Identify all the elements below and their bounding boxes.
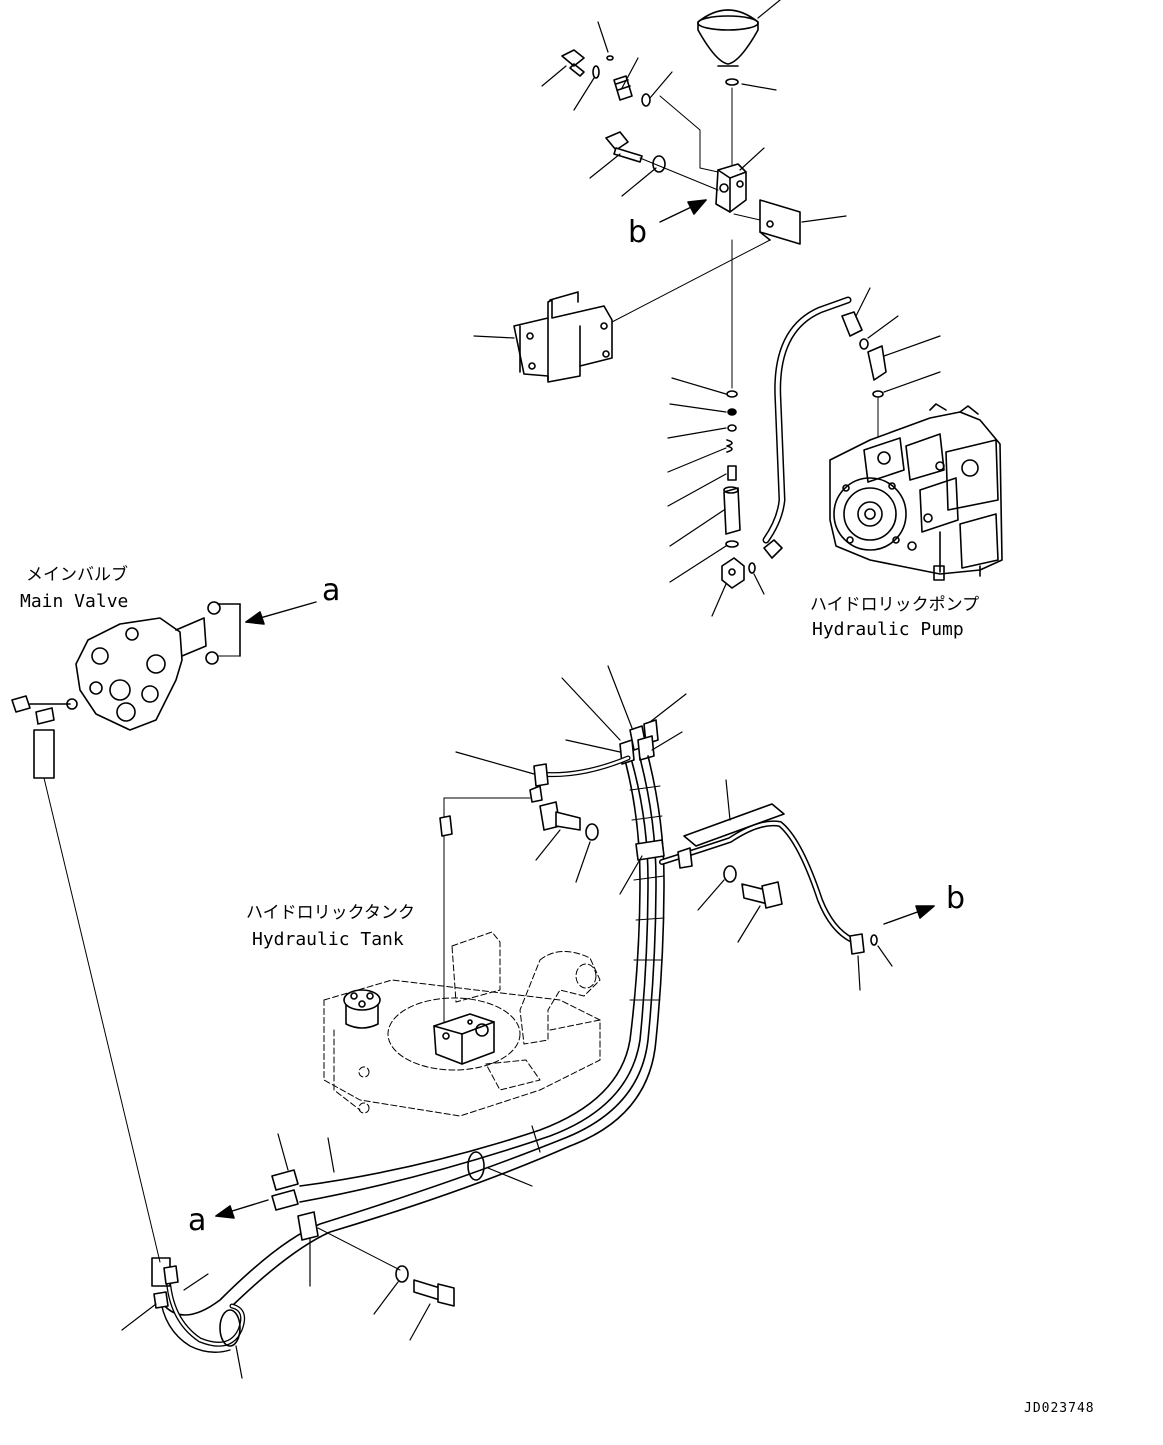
right-hose xyxy=(659,779,935,991)
hydraulic-pump-label-en: Hydraulic Pump xyxy=(812,619,964,640)
manifold-block xyxy=(433,1013,495,1065)
ref-a-lower: a xyxy=(188,1203,207,1238)
hydraulic-tank-drawing xyxy=(323,931,601,1117)
accumulator-assembly xyxy=(541,0,847,389)
hose-bundle xyxy=(159,665,687,1316)
hydraulic-tank-label-en: Hydraulic Tank xyxy=(252,929,404,950)
check-valve-stack xyxy=(667,377,765,617)
mounting-plate xyxy=(473,239,771,383)
tank-cap xyxy=(343,989,381,1029)
ref-b-upper: b xyxy=(628,215,648,250)
main-valve-drawing xyxy=(11,601,317,1263)
main-valve-label-en: Main Valve xyxy=(20,591,129,612)
pump-hose xyxy=(762,287,941,559)
hydraulic-pump-drawing xyxy=(829,403,1003,581)
lower-fittings xyxy=(121,1133,455,1379)
drawing-code: JD023748 xyxy=(1024,1401,1095,1416)
hydraulic-tank-label-jp: ハイドロリックタンク xyxy=(246,903,415,923)
hydraulic-pump-label-jp: ハイドロリックポンプ xyxy=(810,595,980,615)
main-valve-label-jp: メインバルブ xyxy=(26,565,128,585)
ref-a-upper: a xyxy=(322,573,341,608)
ref-b-lower: b xyxy=(946,881,966,916)
